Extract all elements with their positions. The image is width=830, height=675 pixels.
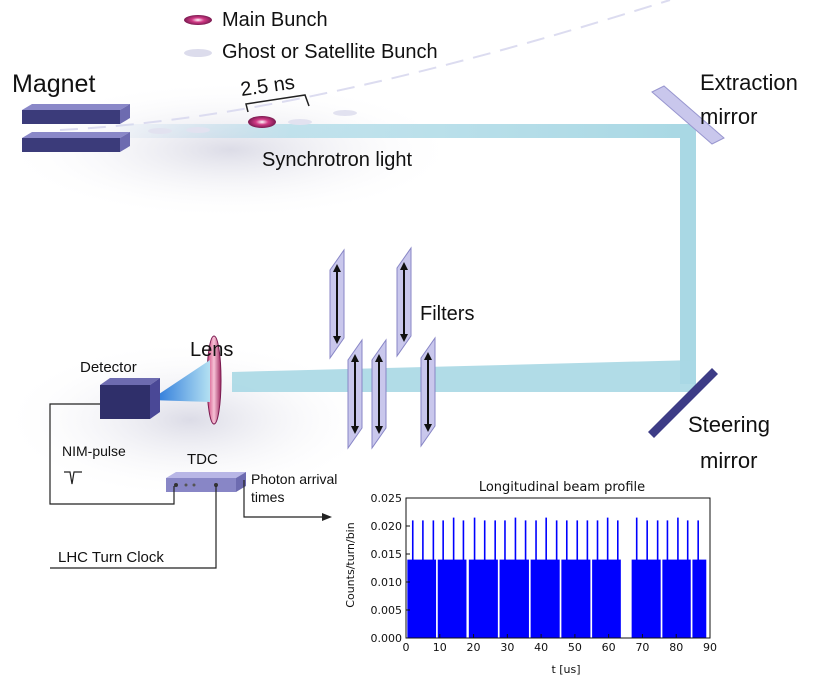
filters-label: Filters	[420, 303, 475, 325]
filter-plate	[329, 248, 345, 360]
ghost-bunches	[148, 110, 357, 134]
peak-layer	[411, 517, 699, 563]
magnet	[22, 104, 130, 152]
x-tick-label-9: 90	[703, 641, 717, 654]
bar-segment-0	[407, 559, 437, 638]
orbit-path	[59, 0, 671, 131]
filter-plate	[396, 246, 412, 358]
filters	[329, 246, 436, 450]
bar-segment-2	[468, 559, 498, 638]
bar-segment-1	[437, 559, 467, 638]
y-tick-label-1: 0.005	[371, 604, 403, 617]
y-tick-label-3: 0.015	[371, 548, 403, 561]
plot-frame	[405, 497, 711, 639]
filter-plate	[371, 338, 387, 450]
tdc-box	[166, 472, 246, 492]
main-bunch-icon	[184, 15, 212, 25]
spacing-bracket	[245, 94, 310, 113]
legend-main-bunch: Main Bunch	[222, 9, 328, 31]
magnet-label: Magnet	[12, 70, 96, 98]
main-bunch-on-beam	[248, 116, 276, 128]
x-axis-label: t [us]	[551, 663, 580, 675]
y-tick-label-2: 0.010	[371, 576, 403, 589]
beam-profile-chart: Longitudinal beam profile 0.000 0.005 0.01…	[342, 474, 726, 675]
y-axis: 0.000 0.005 0.010 0.015 0.020 0.025	[371, 492, 410, 645]
y-tick-label-0: 0.000	[371, 632, 403, 645]
bar-segment-5	[561, 559, 591, 638]
lhc-clock-label: LHC Turn Clock	[58, 549, 164, 566]
bar-segment-8	[662, 559, 691, 638]
bar-segment-3	[499, 559, 529, 638]
tdc-label: TDC	[187, 451, 218, 468]
x-tick-label-4: 40	[534, 641, 548, 654]
detector-label: Detector	[80, 359, 137, 376]
y-tick-label-5: 0.025	[371, 492, 403, 505]
photon-arrow-head	[322, 513, 332, 521]
vertical-beam	[680, 124, 696, 384]
bar-segment-4	[530, 559, 560, 638]
photon-label-1: Photon arrival	[251, 471, 338, 487]
x-tick-label-0: 0	[403, 641, 410, 654]
ghost-bunch-icon	[184, 49, 212, 57]
beam-profile-plot: Longitudinal beam profile 0.000 0.005 0.01…	[344, 480, 717, 675]
x-axis: 0 10 20 30 40 50 60 70 80 90	[403, 634, 717, 654]
extraction-mirror	[651, 85, 725, 145]
lens-label: Lens	[190, 339, 234, 361]
x-tick-label-2: 20	[467, 641, 481, 654]
bar-segment-9	[692, 559, 707, 638]
nim-pulse-label: NIM-pulse	[62, 443, 126, 459]
extraction-label-1: Extraction	[700, 70, 798, 95]
y-axis-label: Counts/turn/bin	[344, 522, 357, 607]
nim-pulse-icon	[64, 471, 82, 485]
filter-plate	[347, 338, 363, 450]
bar-segment-7	[631, 559, 661, 638]
steering-mirror	[648, 368, 718, 438]
photon-label-2: times	[251, 489, 285, 505]
x-tick-label-7: 70	[635, 641, 649, 654]
steering-label-2: mirror	[700, 448, 758, 473]
x-tick-label-5: 50	[568, 641, 582, 654]
x-tick-label-6: 60	[602, 641, 616, 654]
synchrotron-label: Synchrotron light	[262, 149, 413, 171]
bar-layer	[407, 559, 707, 638]
bar-segment-6	[592, 559, 621, 638]
detector	[100, 378, 160, 419]
focus-cone	[150, 360, 210, 402]
legend-ghost-bunch: Ghost or Satellite Bunch	[222, 41, 438, 63]
cables	[49, 403, 322, 569]
x-tick-label-3: 30	[500, 641, 514, 654]
y-tick-label-4: 0.020	[371, 520, 403, 533]
filter-plate	[420, 336, 436, 448]
x-tick-label-8: 80	[669, 641, 683, 654]
x-tick-label-1: 10	[433, 641, 447, 654]
steering-label-1: Steering	[688, 412, 770, 437]
chart-title: Longitudinal beam profile	[479, 480, 645, 495]
extraction-label-2: mirror	[700, 104, 758, 129]
